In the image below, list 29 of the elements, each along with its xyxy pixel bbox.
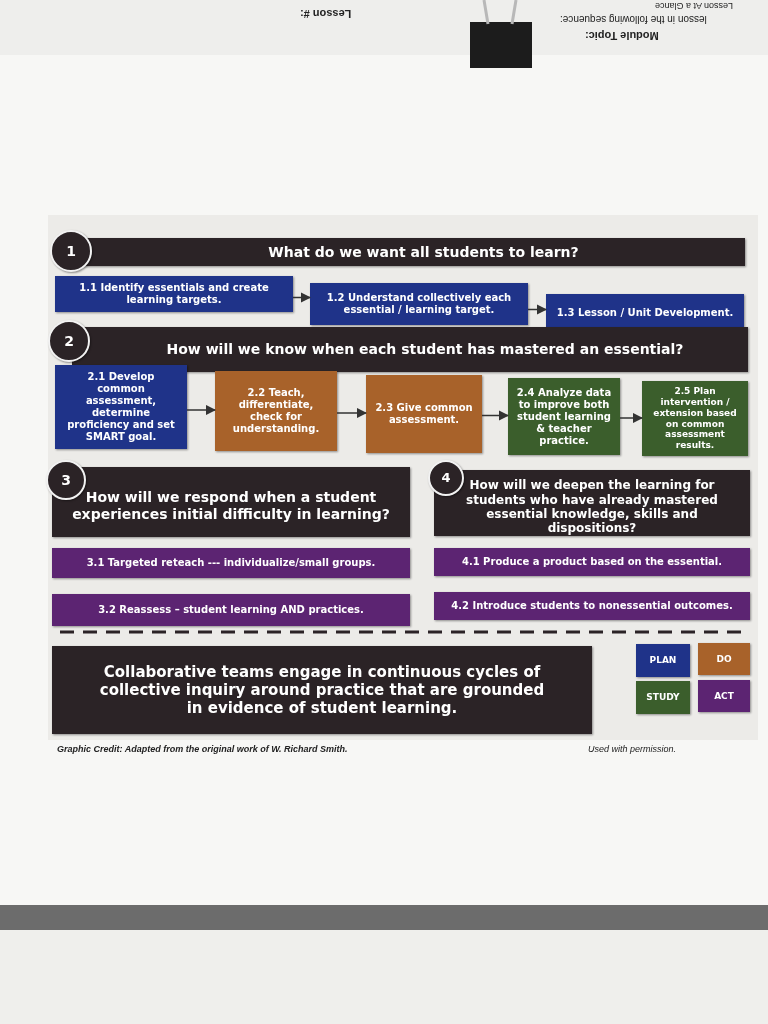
step-box: 2.2 Teach, differentiate, check for understanding. [215,371,337,451]
page-header-text: Lesson At a Glance [655,1,734,11]
arrow [619,412,644,424]
step-box: 4.1 Produce a product based on the essential. [434,548,750,576]
step-box: 1.2 Understand collectively each essential / learning target. [310,283,528,325]
arrow [481,410,510,421]
arrow [527,304,548,315]
cycle-box: ACT [698,680,750,712]
step-box: 4.2 Introduce students to nonessential outcomes. [434,592,750,620]
page-header-text: Module Topic: [585,30,659,42]
step-box: 3.1 Targeted reteach --- individualize/small groups. [52,548,410,578]
step-box: 3.2 Reassess – student learning AND practices. [52,594,410,626]
cycle-box: STUDY [636,681,690,714]
step-box: 2.4 Analyze data to improve both student learning & teacher practice. [508,378,620,455]
page-header-text: lesson in the following sequence: [560,14,707,25]
step-box: 2.5 Plan intervention / extension based on common assessment results. [642,381,748,456]
cycle-box: PLAN [636,644,690,677]
cycle-box: DO [698,643,750,675]
arrow [292,292,312,303]
arrow [186,404,217,416]
statement-banner: Collaborative teams engage in continuous cycles of collective inquiry around practice that are grounded in evidence of student learning. [52,646,592,734]
page-header-text: Lesson #: [300,8,352,20]
step-box: 1.1 Identify essentials and create learning targets. [55,276,293,312]
question-banner: How will we know when each student has mastered an essential? [72,327,748,372]
arrow [336,407,368,419]
step-box: 2.1 Develop common assessment, determine proficiency and set SMART goal. [55,365,187,449]
credit-note: Graphic Credit: Adapted from the original work of W. Richard Smith. [57,744,348,754]
step-box: 2.3 Give common assessment. [366,375,482,453]
permission-note: Used with permission. [588,744,677,754]
